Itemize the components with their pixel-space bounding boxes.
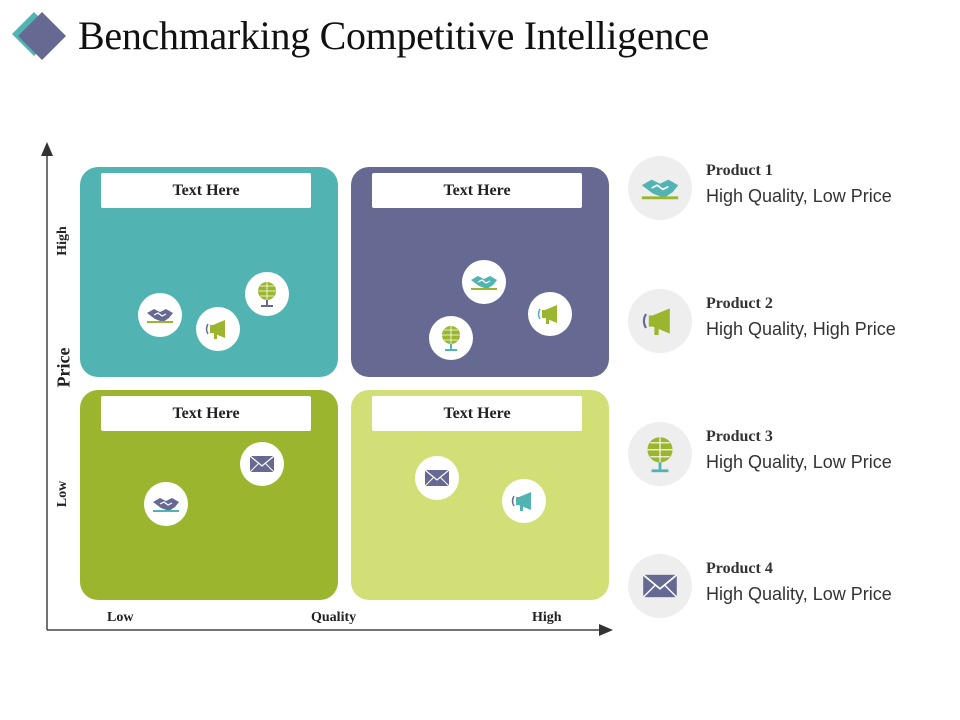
megaphone-icon	[628, 289, 692, 353]
megaphone-icon	[502, 479, 546, 523]
page-title: Benchmarking Competitive Intelligence	[78, 13, 709, 58]
handshake-icon	[144, 482, 188, 526]
legend-product-description: High Quality, Low Price	[706, 452, 892, 472]
x-axis-low-label: Low	[107, 610, 134, 625]
globe-icon	[245, 272, 289, 316]
globe-icon	[628, 422, 692, 486]
y-axis-title: Price	[53, 347, 74, 388]
envelope-icon	[240, 442, 284, 486]
legend-product-name: Product 3	[706, 428, 773, 445]
quadrant-top-left: Text Here	[80, 167, 338, 377]
handshake-icon	[138, 293, 182, 337]
quadrant-bottom-right: Text Here	[351, 390, 609, 600]
y-axis-low-label: Low	[55, 480, 71, 508]
x-axis-title: Quality	[311, 610, 357, 625]
envelope-icon	[415, 456, 459, 500]
legend-item-product-3: Product 3 High Quality, Low Price	[628, 422, 948, 492]
legend-item-product-2: Product 2 High Quality, High Price	[628, 289, 948, 359]
legend-item-product-1: Product 1 High Quality, Low Price	[628, 156, 948, 226]
legend-item-product-4: Product 4 High Quality, Low Price	[628, 554, 948, 624]
legend-product-description: High Quality, Low Price	[706, 584, 892, 604]
quadrant-label: Text Here	[372, 173, 582, 208]
x-axis-high-label: High	[532, 610, 562, 625]
quadrant-label: Text Here	[101, 396, 311, 431]
envelope-icon	[628, 554, 692, 618]
legend-product-description: High Quality, High Price	[706, 319, 896, 339]
legend-product-name: Product 1	[706, 162, 773, 179]
y-axis-high-label: High	[54, 226, 70, 256]
quadrant-bottom-left: Text Here	[80, 390, 338, 600]
legend-product-name: Product 4	[706, 560, 773, 577]
quadrant-label: Text Here	[101, 173, 311, 208]
megaphone-icon	[196, 307, 240, 351]
logo-diamond-icon	[12, 12, 66, 60]
globe-icon	[429, 316, 473, 360]
legend-product-description: High Quality, Low Price	[706, 186, 892, 206]
handshake-icon	[462, 260, 506, 304]
megaphone-icon	[528, 292, 572, 336]
quadrant-label: Text Here	[372, 396, 582, 431]
legend-product-name: Product 2	[706, 295, 773, 312]
handshake-icon	[628, 156, 692, 220]
